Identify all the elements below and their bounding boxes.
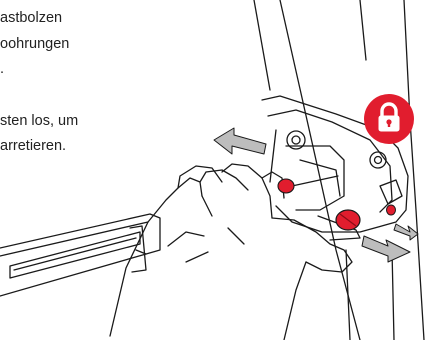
pull-arrow-lower: [362, 236, 410, 262]
lock-badge: [364, 94, 414, 144]
frame-leg: [254, 0, 424, 340]
locking-pins: [278, 179, 396, 230]
lock-icon: [364, 94, 414, 144]
pull-arrow-upper: [214, 128, 266, 154]
lower-bolt: [370, 152, 386, 168]
hand: [110, 164, 352, 340]
crossbar: [0, 214, 160, 296]
pull-arrow-small: [394, 224, 418, 240]
direction-arrows: [214, 128, 418, 262]
